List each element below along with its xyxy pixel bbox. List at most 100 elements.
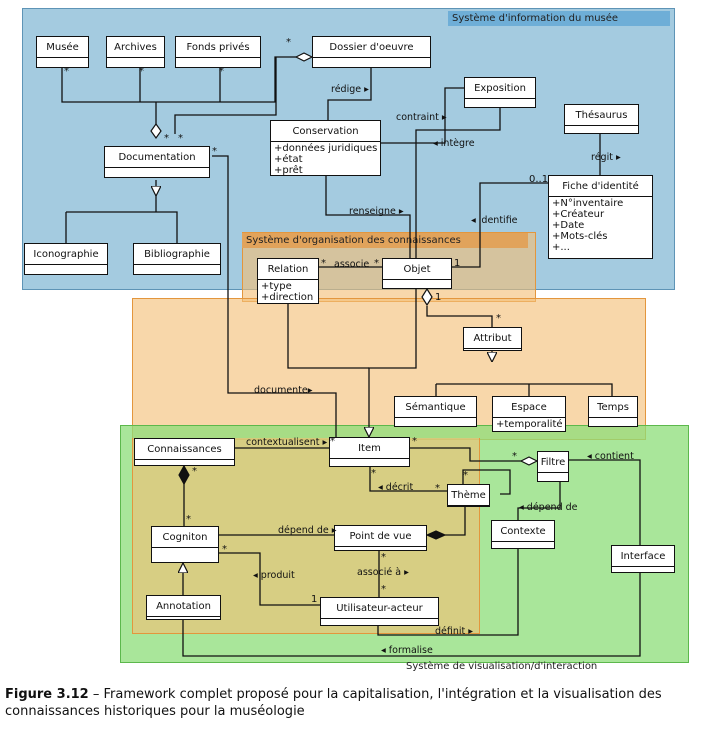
class-attribut: Attribut [463, 327, 522, 351]
class-name: Fonds privés [176, 37, 260, 58]
mult-item-left: * [330, 436, 335, 447]
attr: +Date [552, 220, 585, 231]
label-identifie: ◂ identifie [471, 215, 518, 226]
mult-fiche: 0..1 [529, 174, 549, 185]
class-name: Utilisateur-acteur [321, 598, 438, 619]
class-name: Point de vue [335, 526, 426, 547]
mult-objet-right: 1 [454, 258, 461, 269]
class-name: Exposition [465, 78, 535, 99]
label-text: intègre [440, 138, 475, 149]
label-text: définit [435, 626, 466, 637]
mult-pdv-bottom: * [381, 552, 386, 563]
attr: +temporalité [496, 419, 563, 430]
mult-relation: * [321, 258, 326, 269]
label-text: contextualisent [246, 437, 320, 448]
class-archives: Archives [106, 36, 165, 68]
class-name: Fiche d'identité [549, 176, 652, 197]
mult-item-bottom: * [371, 468, 376, 479]
class-name: Conservation [271, 121, 380, 142]
mult-attribut: * [496, 313, 501, 324]
mult-fonds: * [219, 66, 224, 77]
label-depend-de-contexte: ◂ dépend de [519, 502, 578, 513]
attr: +N°inventaire [552, 198, 624, 209]
class-name: Attribut [464, 328, 521, 349]
line-musee-doc [61, 56, 290, 103]
label-text: documente [254, 385, 308, 396]
zone-label-information: Système d'information du musée [448, 11, 670, 26]
label-associe-a: associé à ▸ [357, 567, 409, 578]
mult-theme-left: * [435, 483, 440, 494]
class-iconographie: Iconographie [24, 243, 108, 275]
mult-cogniton-right: * [222, 544, 227, 555]
class-name: Relation [258, 259, 318, 280]
class-name: Objet [383, 259, 451, 280]
label-definit: définit ▸ [435, 626, 474, 637]
attr: +Créateur [552, 209, 605, 220]
attr: +Mots-clés [552, 231, 608, 242]
label-text: associé à [357, 567, 402, 578]
class-musee: Musée [36, 36, 89, 68]
class-name: Temps [589, 397, 637, 418]
aggregation-diamond-filtre [519, 456, 539, 466]
class-name: Item [330, 438, 409, 459]
class-name: Interface [612, 546, 674, 567]
label-contraint: contraint ▸ [396, 112, 447, 123]
label-contient: ◂ contient [587, 451, 634, 462]
class-contexte: Contexte [491, 520, 555, 549]
mult-user-top: * [381, 584, 386, 595]
mult-objet-left: * [374, 258, 379, 269]
mult-theme-top: * [463, 470, 468, 481]
class-name: Espace [493, 397, 565, 418]
label-regit: régit ▸ [591, 152, 621, 163]
class-name: Dossier d'oeuvre [313, 37, 430, 58]
label-text: dépend de [278, 525, 329, 536]
class-fonds-prives: Fonds privés [175, 36, 261, 68]
mult-filtre: * [512, 451, 517, 462]
caption-text: Framework complet proposé pour la capita… [5, 687, 662, 719]
attr: +direction [261, 292, 314, 303]
class-theme: Thème [447, 484, 490, 507]
mult-item-right: * [412, 436, 417, 447]
label-integre: ◂ intègre [433, 138, 475, 149]
composition-diamond-pointdevue [425, 530, 447, 540]
mult-dossier: * [286, 37, 291, 48]
class-name: Cogniton [152, 527, 218, 548]
class-dossier-oeuvre: Dossier d'oeuvre [312, 36, 431, 68]
class-filtre: Filtre [537, 451, 569, 482]
label-text: rédige [331, 84, 362, 95]
class-exposition: Exposition [464, 77, 536, 108]
class-relation: Relation +type+direction [257, 258, 319, 304]
label-text: contraint [396, 112, 439, 123]
class-fiche-identite: Fiche d'identité +N°inventaire+Créateur+… [548, 175, 653, 259]
zone-label-visualization: Système de visualisation/d'interaction [406, 661, 598, 672]
attr: +état [274, 154, 303, 165]
class-annotation: Annotation [146, 595, 221, 620]
class-thesaurus: Thésaurus [564, 104, 639, 134]
mult-musee: * [64, 66, 69, 77]
mult-connaissances: * [192, 466, 197, 477]
class-connaissances: Connaissances [134, 438, 235, 466]
label-text: formalise [388, 645, 433, 656]
class-interface: Interface [611, 545, 675, 573]
class-name: Documentation [105, 147, 209, 168]
aggregation-diamond-dossier [294, 52, 314, 62]
attr: +prêt [274, 165, 303, 176]
caption-dash: – [88, 687, 104, 702]
class-name: Iconographie [25, 244, 107, 265]
class-cogniton: Cogniton [151, 526, 219, 563]
label-text: dépend de [526, 502, 578, 513]
mult-cogniton-top: * [186, 514, 191, 525]
class-name: Archives [107, 37, 164, 58]
attr: +type [261, 281, 292, 292]
label-text: renseigne [349, 206, 396, 217]
class-name: Contexte [492, 521, 554, 542]
class-name: Sémantique [395, 397, 476, 418]
label-depend-de-cogniton: dépend de ▸ [278, 525, 337, 536]
class-name: Thème [448, 485, 489, 506]
class-bibliographie: Bibliographie [133, 243, 221, 275]
class-documentation: Documentation [104, 146, 210, 178]
class-item: Item [329, 437, 410, 467]
class-semantique: Sémantique [394, 396, 477, 427]
class-name: Connaissances [135, 439, 234, 460]
mult-doc-2: * [178, 133, 183, 144]
